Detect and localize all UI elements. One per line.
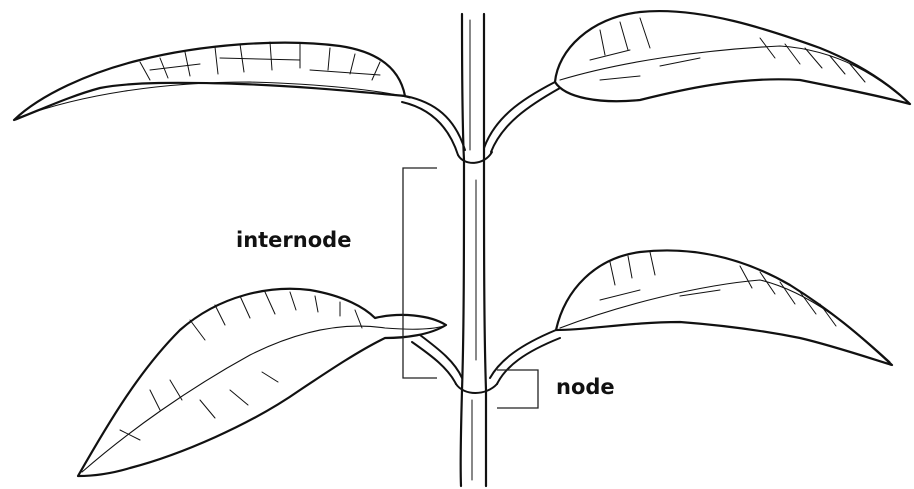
lower-left-leaf: [76, 287, 448, 478]
node-label: node: [556, 375, 615, 399]
internode-label: internode: [236, 228, 351, 252]
lower-right-leaf: [554, 249, 894, 367]
upper-right-leaf: [553, 10, 912, 106]
node-bracket: [497, 369, 539, 409]
upper-left-leaf: [12, 41, 411, 122]
main-stem: [455, 12, 498, 488]
internode-bracket: [402, 167, 437, 379]
